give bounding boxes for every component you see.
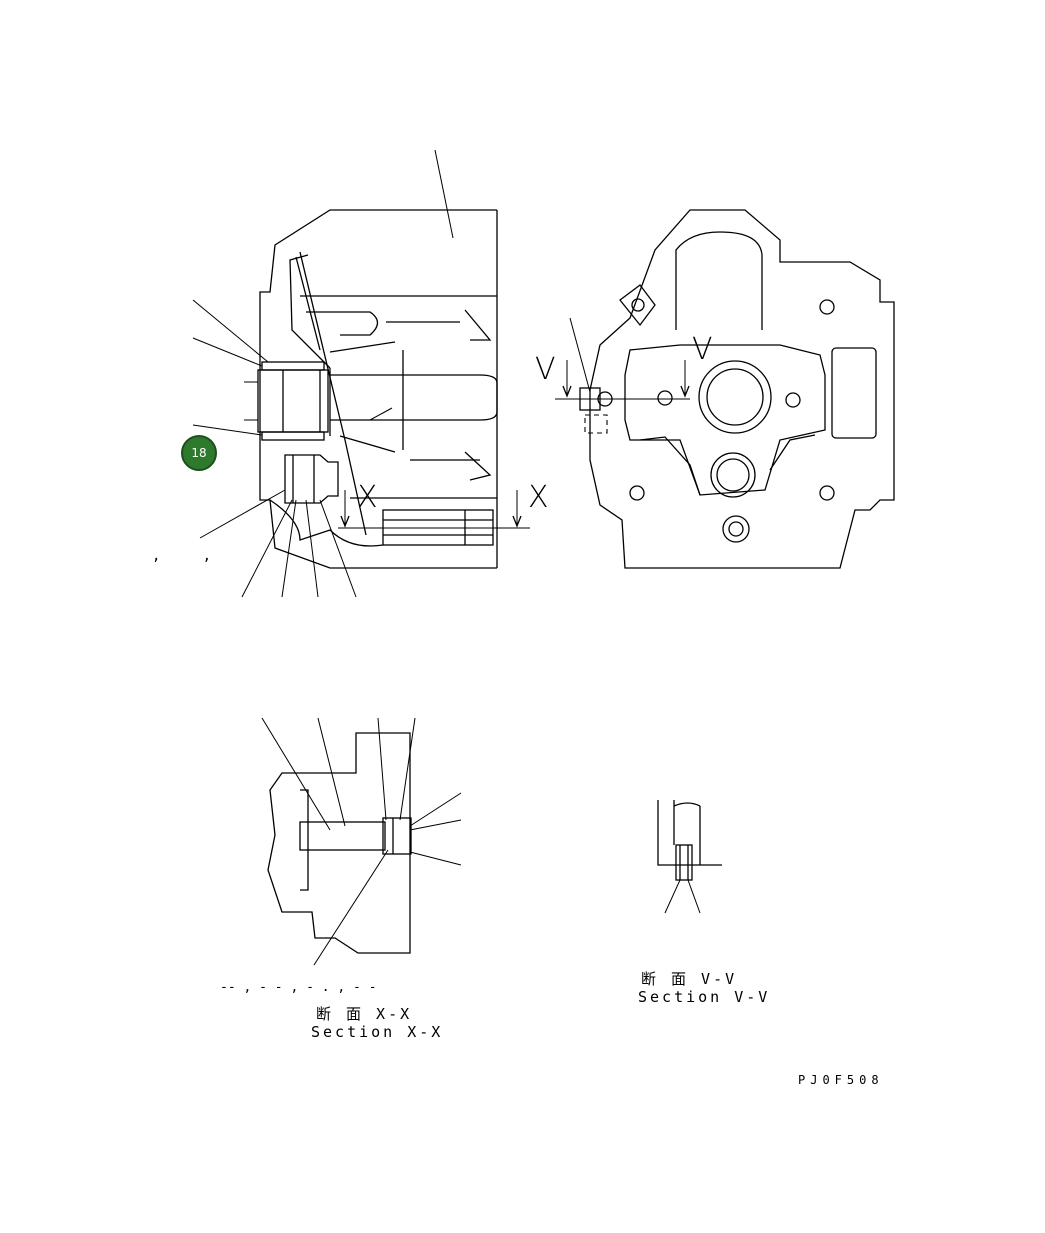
section-mark-x-left: X — [357, 480, 378, 515]
dash-fragment: -- , - - , - . , - - — [220, 980, 377, 995]
section-vv-caption-en: Section V-V — [638, 988, 771, 1006]
section-mark-v-right: V — [692, 332, 713, 367]
section-vv — [657, 800, 722, 914]
section-vv-caption-jp: 断 面 V-V — [641, 970, 738, 988]
comma-fragment: , , — [152, 548, 212, 564]
right-view — [555, 209, 895, 569]
callout-18-badge[interactable]: 18 — [181, 435, 217, 471]
left-view — [192, 149, 530, 598]
section-xx — [261, 717, 462, 966]
section-mark-v-left: V — [535, 352, 556, 387]
drawing-code: PJ0F508 — [798, 1073, 884, 1087]
section-xx-caption-jp: 断 面 X-X — [316, 1005, 413, 1023]
section-xx-caption-en: Section X-X — [311, 1023, 444, 1041]
section-mark-x-right: X — [528, 480, 549, 515]
